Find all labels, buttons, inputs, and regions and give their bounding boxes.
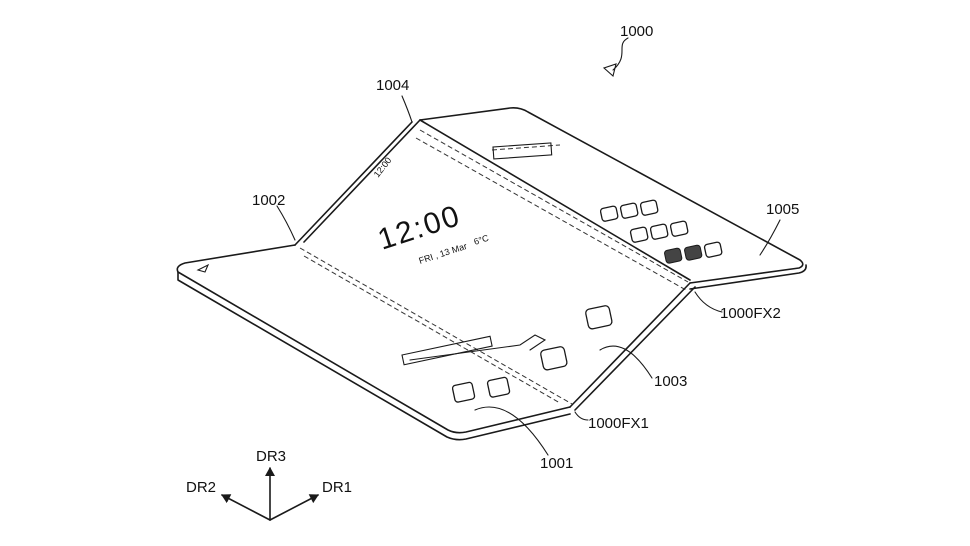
middle-panel-1003 — [294, 119, 696, 411]
fold-region-fx2 — [415, 129, 689, 291]
swipe-bar — [409, 334, 547, 361]
label-1004: 1004 — [376, 77, 409, 94]
date-text: FRI , 13 Mar — [418, 241, 469, 266]
label-1000: 1000 — [620, 23, 653, 40]
label-1000fx1: 1000FX1 — [588, 415, 649, 432]
app-icon[interactable] — [599, 205, 619, 222]
widget-line — [491, 144, 561, 151]
app-icon[interactable] — [629, 226, 649, 243]
label-1005: 1005 — [766, 201, 799, 218]
axis-dr2: DR2 — [186, 479, 216, 496]
leader-lines — [276, 37, 781, 456]
direction-axes: DR3 DR2 DR1 — [186, 448, 352, 521]
app-icons — [451, 199, 723, 403]
label-1001: 1001 — [540, 455, 573, 472]
label-1002: 1002 — [252, 192, 285, 209]
dock-bar — [401, 335, 493, 366]
reference-labels: 1000 1004 1002 1005 1000FX2 1003 1000FX1… — [252, 23, 799, 472]
app-icon[interactable] — [649, 223, 669, 240]
axis-dr3: DR3 — [256, 448, 286, 465]
message-icon[interactable] — [540, 346, 568, 371]
app-icon[interactable] — [664, 247, 683, 264]
app-icon[interactable] — [703, 241, 723, 258]
app-icon[interactable] — [486, 376, 511, 398]
app-icon[interactable] — [639, 199, 659, 216]
app-icon[interactable] — [451, 381, 476, 403]
right-panel-1005 — [419, 107, 807, 290]
app-icon[interactable] — [669, 220, 689, 237]
left-panel-1001 — [176, 244, 571, 441]
label-1000fx2: 1000FX2 — [720, 305, 781, 322]
temperature-text: 6°C — [473, 233, 491, 247]
app-icon[interactable] — [684, 244, 703, 261]
widget-box — [492, 142, 553, 160]
app-icon[interactable] — [619, 202, 639, 219]
screen-content: 12:00 12:00 FRI , 13 Mar 6°C — [372, 142, 553, 366]
label-1003: 1003 — [654, 373, 687, 390]
phone-icon[interactable] — [585, 305, 613, 330]
fold-region-fx1 — [299, 247, 573, 405]
axis-dr1: DR1 — [322, 479, 352, 496]
